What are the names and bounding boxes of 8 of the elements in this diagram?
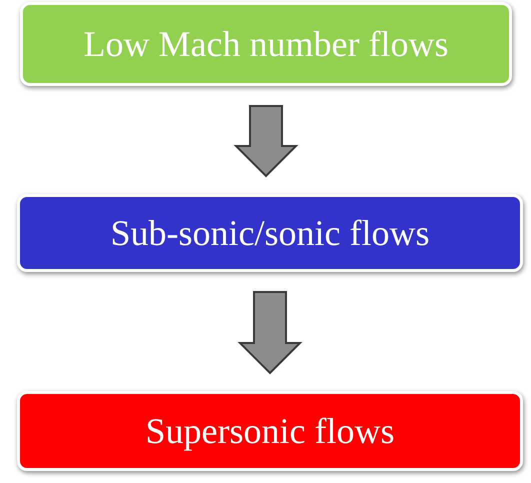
box-label: Sub-sonic/sonic flows — [110, 212, 430, 254]
process-box — [17, 194, 523, 272]
box-label: Low Mach number flows — [84, 23, 448, 65]
box-label: Supersonic flows — [146, 410, 394, 452]
process-box — [17, 391, 523, 471]
block-arrow — [234, 105, 298, 178]
block-arrow — [238, 291, 302, 374]
process-box — [20, 2, 512, 86]
